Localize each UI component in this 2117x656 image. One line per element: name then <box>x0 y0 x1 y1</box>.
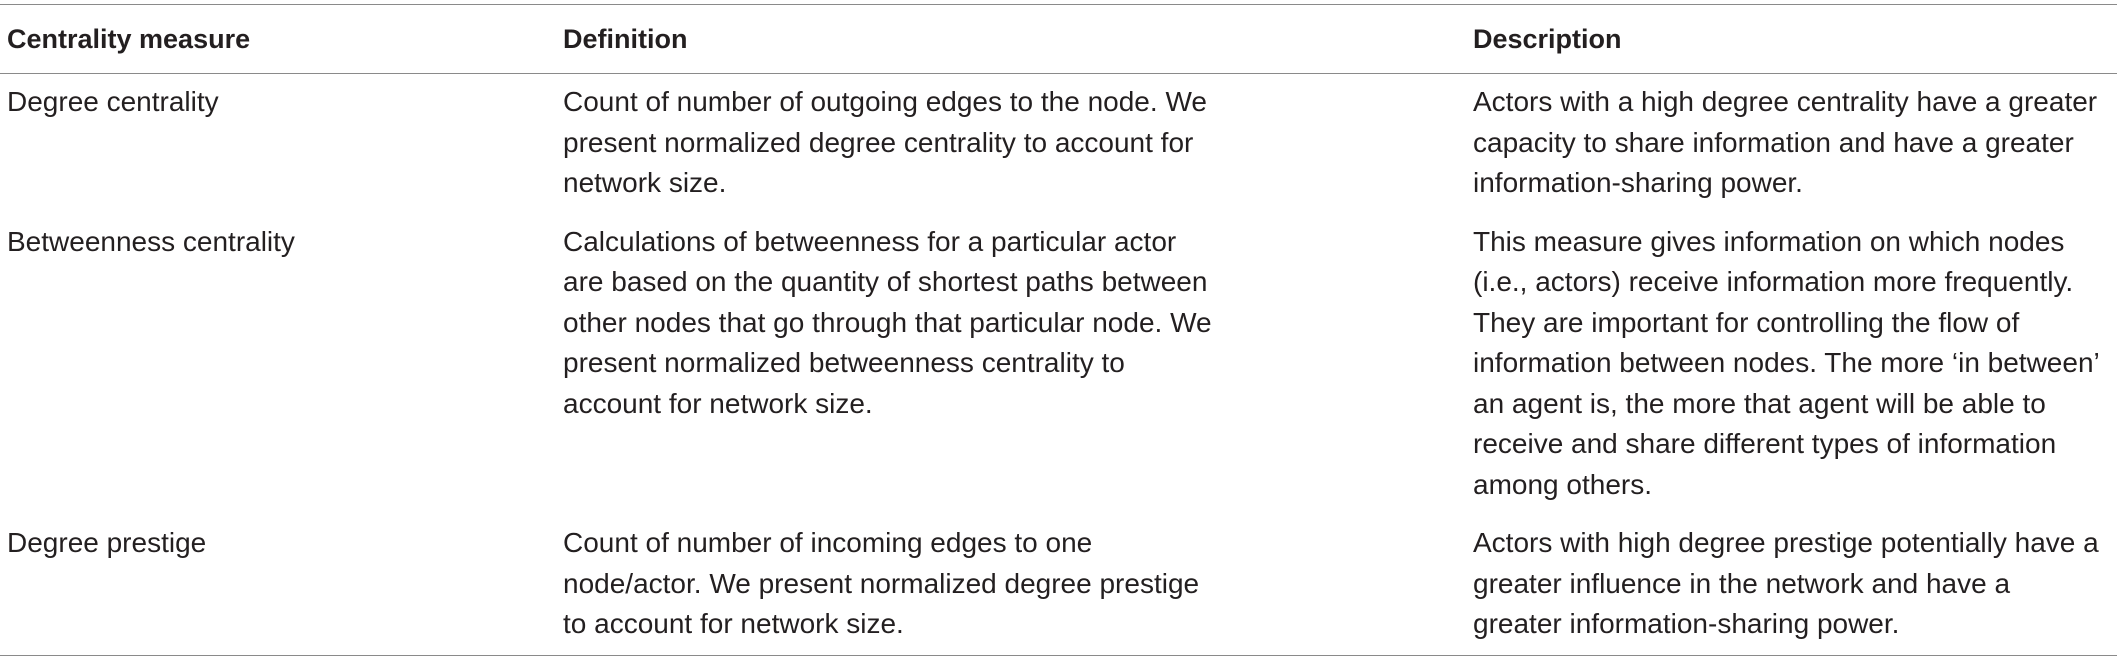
row-description-cell: Actors with a high degree centrality hav… <box>1466 74 2117 214</box>
table-body: Degree centrality Count of number of out… <box>0 74 2117 655</box>
row-measure-cell: Degree prestige <box>7 527 207 558</box>
definition-text: Calculations of betweenness for a partic… <box>563 225 1212 419</box>
table-row: Degree prestige Count of number of incom… <box>0 515 2117 655</box>
header-centrality-measure: Centrality measure <box>7 24 251 54</box>
table-header: Centrality measure Definition Descriptio… <box>0 4 2117 74</box>
description-text: Actors with high degree prestige potenti… <box>1473 527 2099 639</box>
centrality-table-container: Centrality measure Definition Descriptio… <box>0 4 2117 655</box>
description-text: This measure gives information on which … <box>1473 225 2099 500</box>
definition-text: Count of number of incoming edges to one… <box>563 527 1200 639</box>
table-row: Betweenness centrality Calculations of b… <box>0 214 2117 516</box>
row-measure-cell: Betweenness centrality <box>7 225 295 257</box>
row-definition-cell: Count of number of outgoing edges to the… <box>556 74 1466 214</box>
header-row: Centrality measure Definition Descriptio… <box>0 4 2117 74</box>
centrality-measures-table: Centrality measure Definition Descriptio… <box>0 4 2117 656</box>
row-definition-cell: Calculations of betweenness for a partic… <box>556 214 1466 516</box>
row-measure-cell: Degree centrality <box>7 86 219 117</box>
definition-text: Count of number of outgoing edges to the… <box>563 86 1207 198</box>
row-description-cell: This measure gives information on which … <box>1466 214 2117 516</box>
row-definition-cell: Count of number of incoming edges to one… <box>556 515 1466 655</box>
description-text: Actors with a high degree centrality hav… <box>1473 86 2098 198</box>
row-description-cell: Actors with high degree prestige potenti… <box>1466 515 2117 655</box>
header-description: Description <box>1473 24 1622 54</box>
table-row: Degree centrality Count of number of out… <box>0 74 2117 214</box>
header-definition: Definition <box>563 24 688 54</box>
